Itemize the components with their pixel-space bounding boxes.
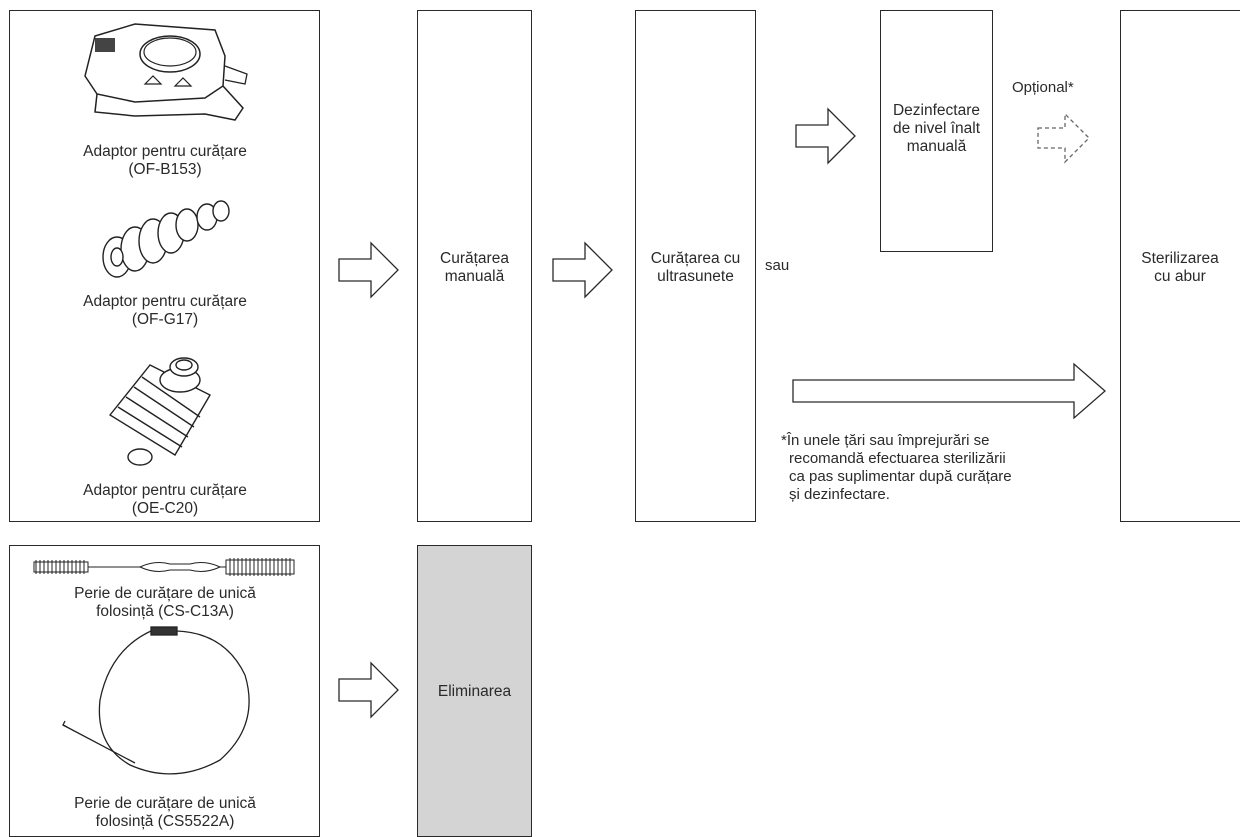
step-steam-sterilization-label: Sterilizarea cu abur bbox=[1115, 250, 1240, 286]
footnote-line4: și dezinfectare. bbox=[789, 486, 890, 503]
arrow-long-to-sterilization bbox=[792, 362, 1106, 420]
arrow-to-disinfection bbox=[795, 107, 856, 165]
adaptor-ofg17-name: Adaptor pentru curățare bbox=[83, 293, 247, 310]
brushes-panel bbox=[9, 545, 320, 837]
brush-csc13a-image bbox=[33, 558, 295, 576]
or-label: sau bbox=[765, 257, 790, 274]
manual-line2: manuală bbox=[444, 268, 505, 285]
adaptor-oec20-name: Adaptor pentru curățare bbox=[83, 482, 247, 499]
manual-line1: Curățarea bbox=[440, 250, 509, 267]
brush-csc13a-label: Perie de curățare de unică folosință (CS… bbox=[40, 585, 290, 621]
adaptor-ofb153-code: (OF-B153) bbox=[128, 161, 202, 178]
adaptor-oec20-image bbox=[108, 357, 211, 466]
arrow-to-ultrasonic bbox=[552, 241, 613, 299]
disinfect-line1: Dezinfectare bbox=[892, 102, 980, 119]
brush-csc13a-code: folosință (CS-C13A) bbox=[96, 603, 234, 620]
optional-label: Opțional* bbox=[1012, 79, 1074, 96]
brush-cs5522a-image bbox=[62, 626, 250, 775]
step-manual-cleaning bbox=[417, 10, 532, 522]
step-ultrasonic-cleaning bbox=[635, 10, 756, 522]
ultra-line2: ultrasunete bbox=[657, 268, 734, 285]
brush-csc13a-name: Perie de curățare de unică bbox=[74, 585, 256, 602]
step-hld-disinfection bbox=[880, 10, 993, 252]
brush-cs5522a-code: folosință (CS5522A) bbox=[95, 813, 235, 830]
adaptor-oec20-label: Adaptor pentru curățare (OE-C20) bbox=[40, 482, 290, 518]
adaptor-ofb153-name: Adaptor pentru curățare bbox=[83, 143, 247, 160]
adaptor-ofb153-image bbox=[84, 23, 248, 121]
adaptor-ofg17-code: (OF-G17) bbox=[131, 311, 199, 328]
arrow-to-disposal bbox=[338, 661, 399, 719]
footnote-line2: recomandă efectuarea sterilizării bbox=[789, 450, 1006, 467]
adaptor-ofg17-label: Adaptor pentru curățare (OF-G17) bbox=[40, 293, 290, 329]
ultra-line1: Curățarea cu bbox=[650, 250, 741, 267]
footnote-line3: ca pas suplimentar după curățare bbox=[789, 468, 1012, 485]
step-manual-cleaning-label: Curățarea manuală bbox=[417, 250, 532, 286]
arrow-to-manual bbox=[338, 241, 399, 299]
adaptor-oec20-code: (OE-C20) bbox=[131, 500, 199, 517]
adaptor-ofb153-label: Adaptor pentru curățare (OF-B153) bbox=[40, 143, 290, 179]
brush-cs5522a-label: Perie de curățare de unică folosință (CS… bbox=[40, 795, 290, 831]
disinfect-line2: de nivel înalt bbox=[892, 120, 981, 137]
steril-line1: Sterilizarea bbox=[1141, 250, 1219, 267]
step-ultrasonic-cleaning-label: Curățarea cu ultrasunete bbox=[635, 250, 756, 286]
step-hld-disinfection-label: Dezinfectare de nivel înalt manuală bbox=[880, 102, 993, 156]
arrow-optional-to-sterilization bbox=[1037, 112, 1090, 164]
disinfect-line3: manuală bbox=[906, 138, 967, 155]
footnote: *În unele țări sau împrejurări se recoma… bbox=[781, 432, 1111, 504]
footnote-line1: *În unele țări sau împrejurări se bbox=[781, 432, 990, 449]
step-disposal-label: Eliminarea bbox=[437, 683, 512, 700]
adaptor-ofg17-image bbox=[102, 200, 230, 278]
brush-cs5522a-name: Perie de curățare de unică bbox=[74, 795, 256, 812]
step-disposal bbox=[417, 545, 532, 837]
steril-line2: cu abur bbox=[1154, 268, 1206, 285]
step-steam-sterilization bbox=[1120, 10, 1240, 522]
